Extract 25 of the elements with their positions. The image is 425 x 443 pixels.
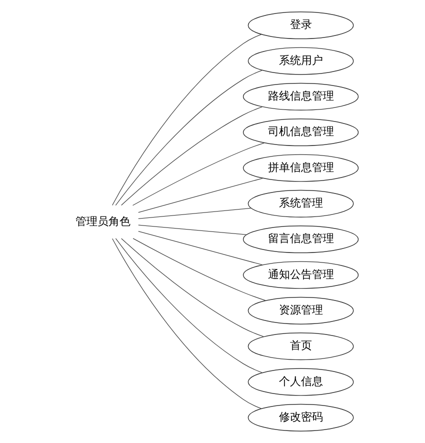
node-ellipse: 拼单信息管理 bbox=[242, 154, 358, 182]
node-ellipse: 通知公告管理 bbox=[242, 261, 358, 289]
node-ellipse: 登录 bbox=[247, 12, 354, 40]
node-ellipse: 首页 bbox=[247, 332, 354, 360]
connector bbox=[138, 224, 247, 235]
node-ellipse: 留言信息管理 bbox=[242, 226, 358, 254]
node-ellipse: 系统用户 bbox=[247, 47, 354, 75]
connector bbox=[138, 178, 262, 213]
connector bbox=[132, 142, 264, 206]
node-ellipse: 路线信息管理 bbox=[242, 82, 358, 110]
connector bbox=[138, 208, 251, 220]
node-ellipse: 资源管理 bbox=[247, 296, 354, 324]
connector bbox=[120, 238, 264, 337]
node-text: 管理员角色 bbox=[74, 214, 130, 228]
connector bbox=[114, 238, 262, 373]
connector bbox=[132, 238, 266, 301]
node-ellipse: 司机信息管理 bbox=[242, 118, 358, 146]
connector bbox=[138, 231, 262, 266]
node-ellipse: 个人信息 bbox=[247, 368, 354, 396]
connector bbox=[112, 238, 262, 409]
connector bbox=[114, 70, 262, 206]
node-ellipse: 修改密码 bbox=[247, 404, 354, 432]
connector bbox=[112, 34, 262, 206]
connector bbox=[120, 106, 262, 206]
node-ellipse: 系统管理 bbox=[247, 190, 354, 218]
